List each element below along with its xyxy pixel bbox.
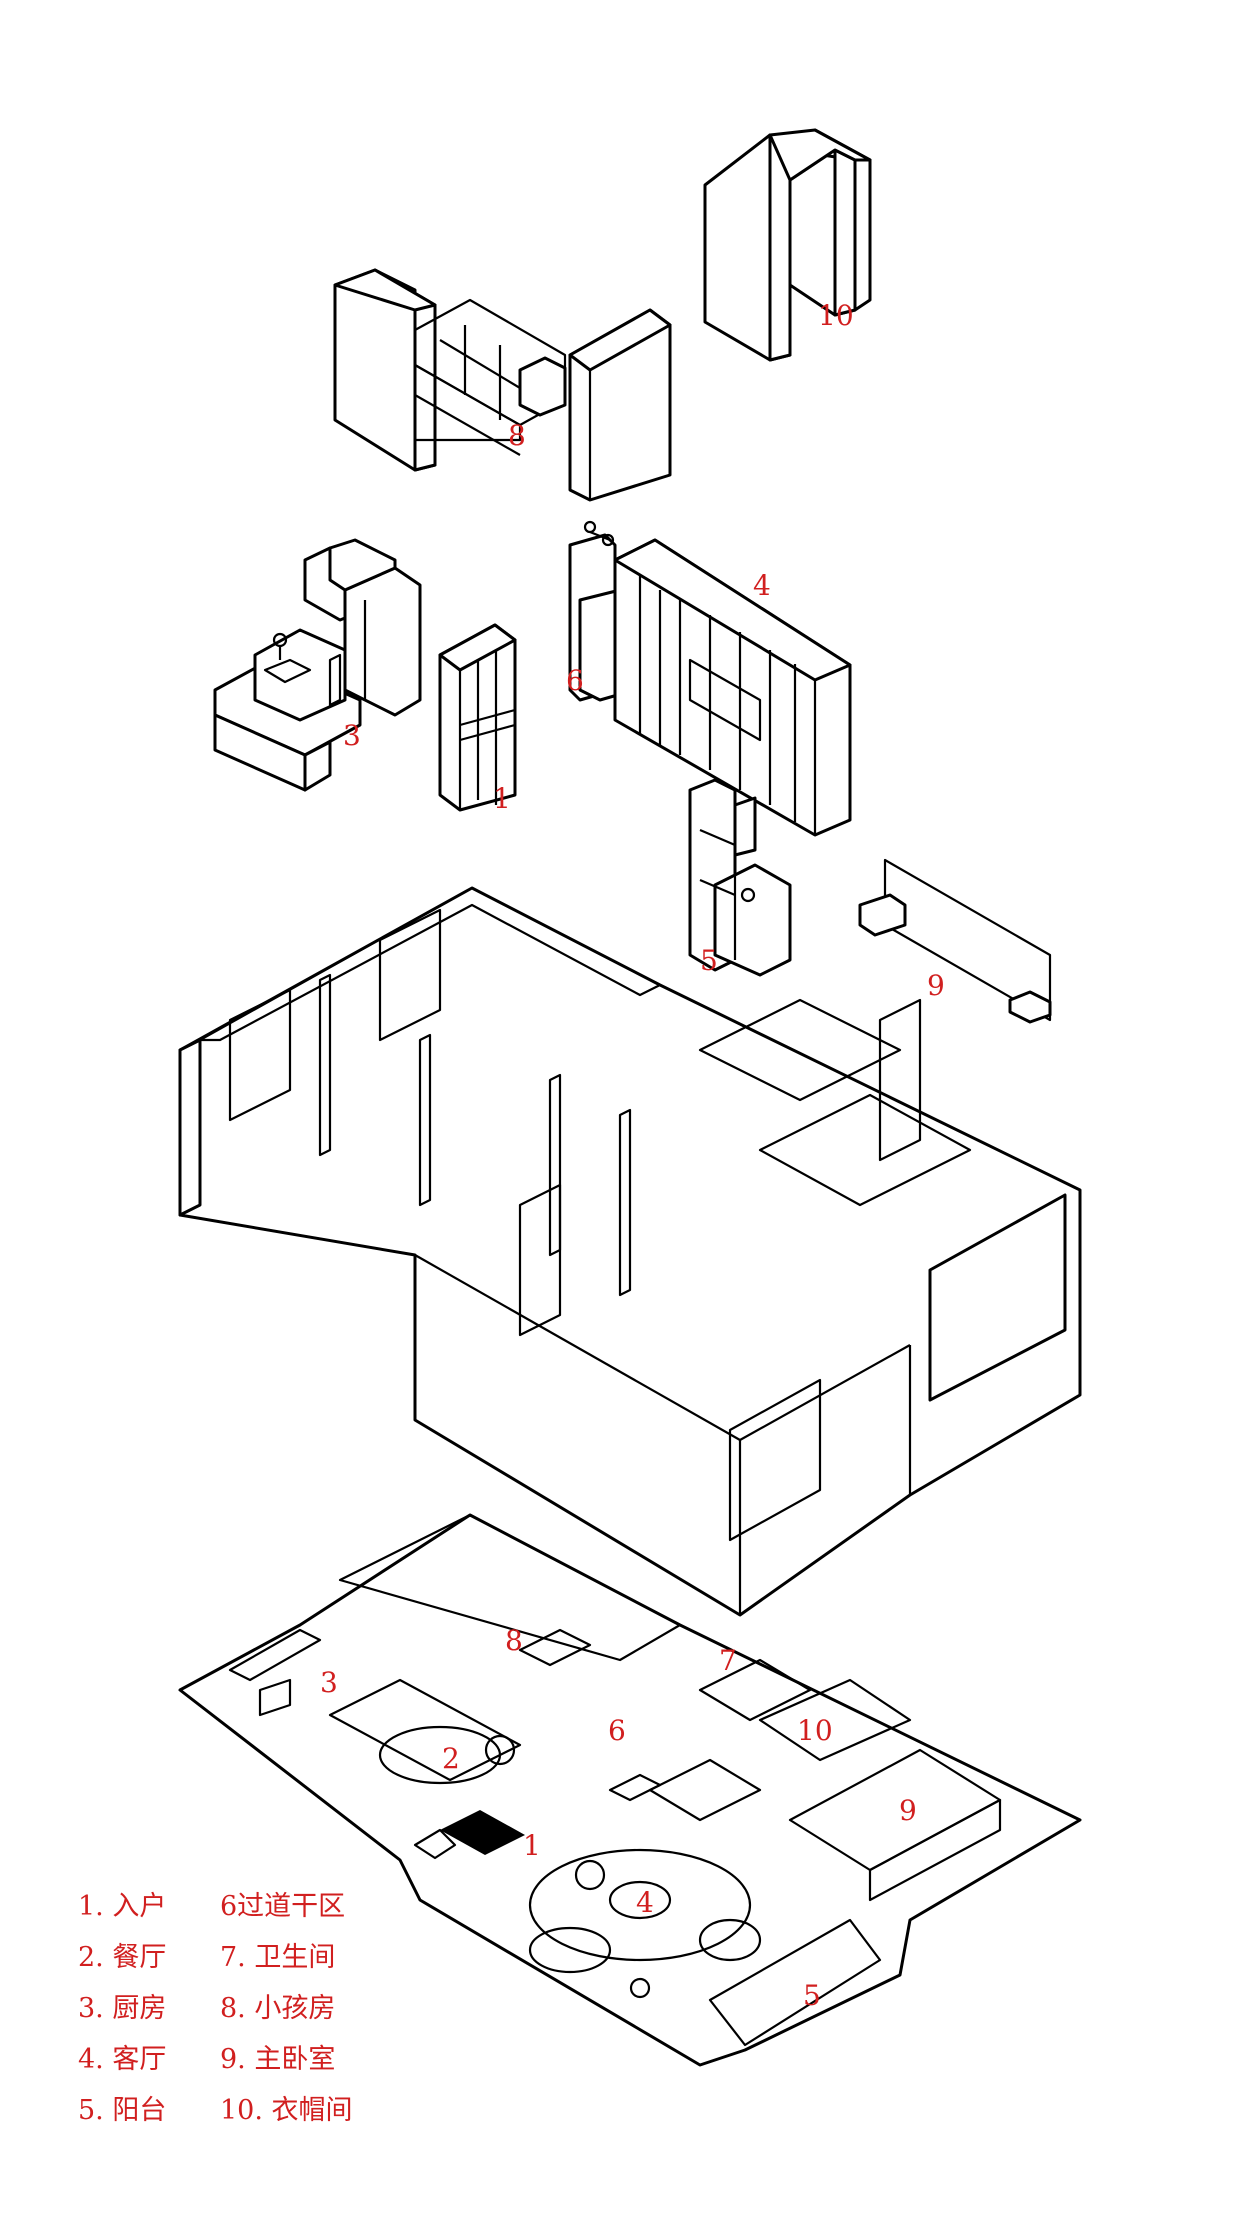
plan-labels: 8 7 3 6 10 2 9 1 4 5 [320,1624,917,2012]
building-shell [178,886,1082,1617]
legend-item-5: 5. 阳台 [78,2095,166,2126]
plan-label-7: 7 [719,1644,737,1677]
label-9: 9 [927,969,945,1002]
plan-label-10: 10 [797,1714,833,1747]
legend-item-2: 2. 餐厅 [78,1942,166,1973]
legend-item-10: 10. 衣帽间 [220,2095,353,2126]
legend-item-1: 1. 入户 [78,1891,166,1922]
module-labels: 10 8 4 6 3 1 5 9 [343,299,945,1002]
label-5: 5 [700,944,718,977]
floor-plan [178,1513,1082,2067]
plan-label-2: 2 [442,1742,460,1775]
module-10-wardrobe [703,128,872,362]
module-5-balcony-cabinet [688,778,792,977]
module-1-entry-cabinet [438,623,517,812]
legend-item-6: 6过道干区 [220,1891,345,1922]
legend-item-8: 8. 小孩房 [220,1993,335,2024]
label-3: 3 [343,719,361,752]
plan-label-6: 6 [608,1714,626,1747]
plan-label-8: 8 [505,1624,523,1657]
plan-label-4: 4 [636,1886,654,1919]
legend-item-7: 7. 卫生间 [220,1942,335,1973]
legend: 1. 入户 2. 餐厅 3. 厨房 4. 客厅 5. 阳台 6过道干区 7. 卫… [78,1891,353,2126]
module-3-kitchen [213,538,422,792]
plan-label-3: 3 [320,1666,338,1699]
plan-label-9: 9 [899,1794,917,1827]
plan-label-5: 5 [803,1979,821,2012]
module-4-6-living-wall [568,520,852,837]
legend-item-3: 3. 厨房 [78,1993,166,2024]
legend-item-4: 4. 客厅 [78,2044,166,2075]
plan-label-1: 1 [523,1829,541,1862]
label-1: 1 [493,782,511,815]
label-4: 4 [753,569,771,602]
legend-item-9: 9. 主卧室 [220,2044,335,2075]
module-9-headboard [858,858,1052,1024]
label-10: 10 [818,299,854,332]
label-8: 8 [508,419,526,452]
label-6: 6 [566,664,584,697]
module-8-kids-room [333,268,672,502]
